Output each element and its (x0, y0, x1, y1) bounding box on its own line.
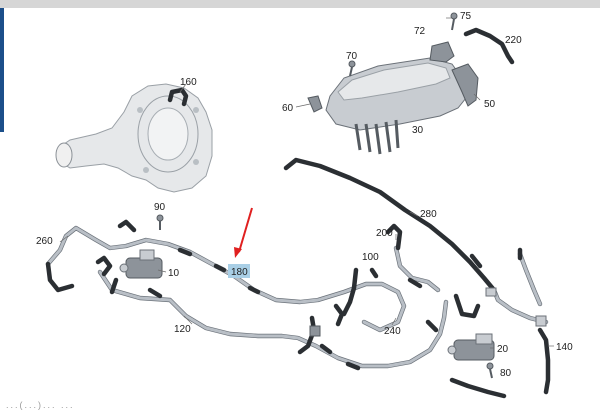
callout-labels: 75 72 220 70 160 60 50 30 280 90 260 200… (36, 11, 573, 379)
callout-30[interactable]: 30 (412, 125, 424, 136)
callout-75[interactable]: 75 (460, 11, 472, 22)
callout-70[interactable]: 70 (346, 51, 358, 62)
top-bar (0, 0, 600, 8)
callout-90[interactable]: 90 (154, 202, 166, 213)
callout-100[interactable]: 100 (362, 252, 379, 263)
part-20-solenoid-valve[interactable] (447, 333, 495, 361)
part-10-solenoid-valve[interactable] (119, 249, 163, 279)
rubber-connectors (45, 219, 551, 399)
callout-260[interactable]: 260 (36, 236, 53, 247)
callout-50[interactable]: 50 (484, 99, 496, 110)
callout-240[interactable]: 240 (384, 326, 401, 337)
tee-connector (309, 287, 547, 337)
callout-80[interactable]: 80 (500, 368, 512, 379)
callout-180[interactable]: 180 (231, 267, 248, 278)
callout-160[interactable]: 160 (180, 77, 197, 88)
part-280-hose[interactable] (283, 157, 497, 293)
callout-200[interactable]: 200 (376, 228, 393, 239)
callout-72[interactable]: 72 (414, 26, 426, 37)
bolt-70[interactable] (348, 60, 356, 77)
bolt-80[interactable] (486, 362, 494, 379)
part-220-hose[interactable] (463, 27, 515, 65)
callout-220[interactable]: 220 (505, 35, 522, 46)
bolt-90[interactable] (156, 214, 164, 230)
callout-10[interactable]: 10 (168, 268, 180, 279)
callout-120[interactable]: 120 (174, 324, 191, 335)
left-accent-bar (0, 8, 4, 132)
vacuum-line-network[interactable] (45, 225, 549, 369)
highlight-box-180 (228, 264, 250, 278)
footer-note: ...(...)... ... (6, 400, 75, 410)
part-160-pump-housing[interactable] (55, 83, 213, 193)
leader-lines (59, 17, 554, 349)
bolt-75[interactable] (450, 12, 458, 31)
callout-280[interactable]: 280 (420, 209, 437, 220)
callout-60[interactable]: 60 (282, 103, 294, 114)
callout-20[interactable]: 20 (497, 344, 509, 355)
part-30-intake-box[interactable] (307, 41, 479, 155)
callout-140[interactable]: 140 (556, 342, 573, 353)
red-pointer-arrow (234, 207, 253, 258)
